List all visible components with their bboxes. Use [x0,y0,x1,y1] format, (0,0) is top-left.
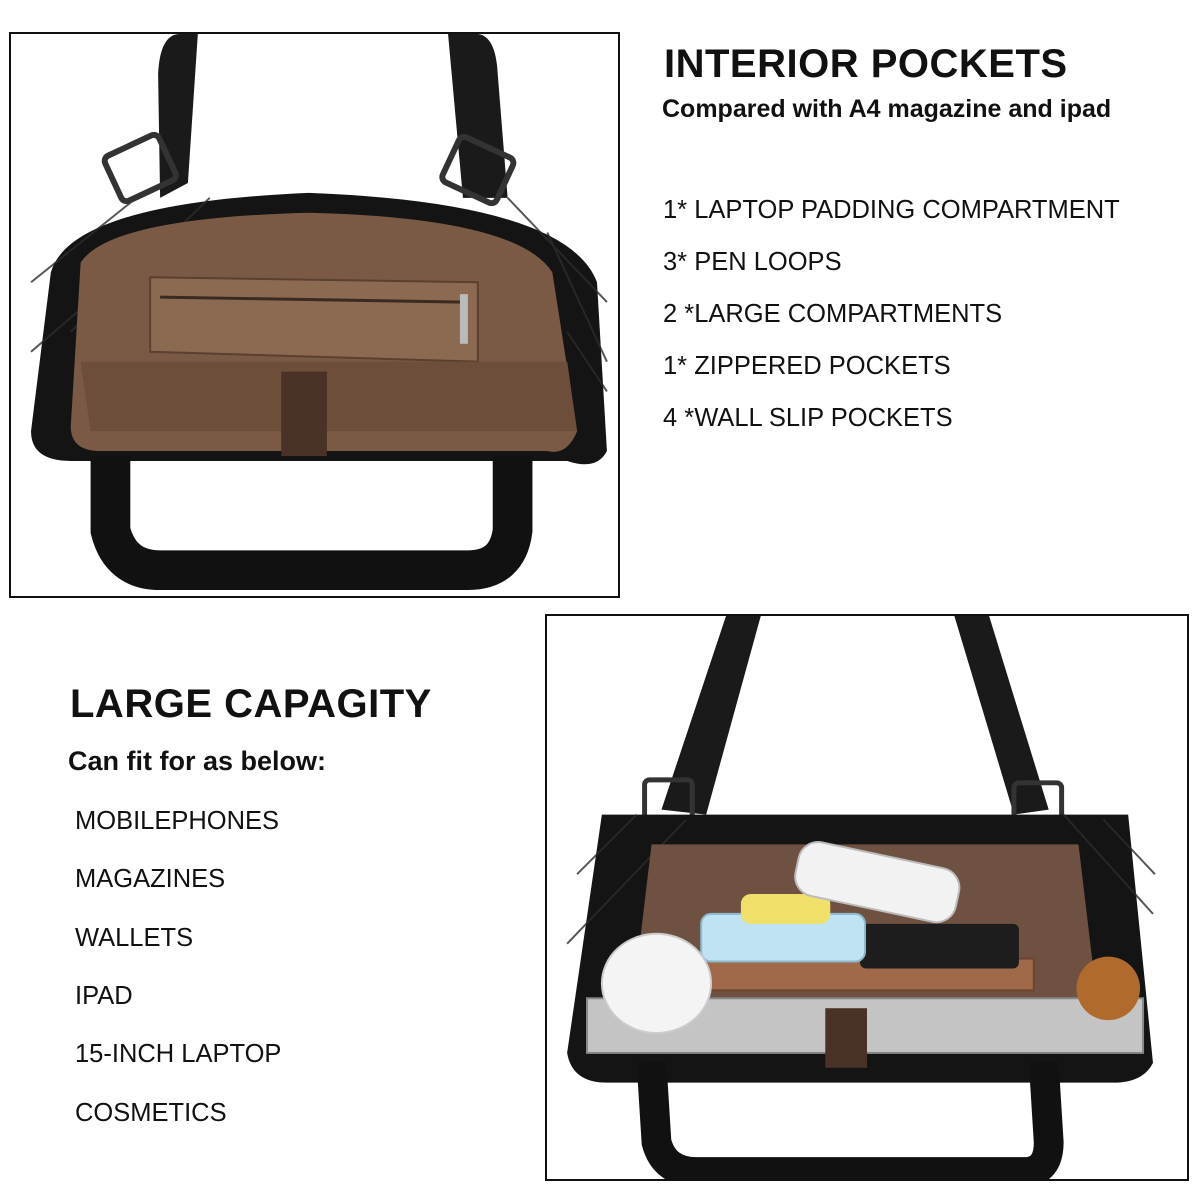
capacity-item: IPAD [75,982,133,1010]
wallet [740,894,831,924]
bag-handle [636,1061,1064,1179]
interior-pockets-title: INTERIOR POCKETS [664,42,1068,86]
power-bank [794,841,961,924]
phone [860,923,1019,969]
interior-item: 1* ZIPPERED POCKETS [663,352,951,380]
strap-left [661,616,761,815]
cosmetic-bottle [1076,956,1141,1021]
photo-packed-bag [545,614,1189,1181]
bag-interior-illustration [30,34,608,591]
interior-item: 3* PEN LOOPS [663,248,842,276]
interior-pockets-subtitle: Compared with A4 magazine and ipad [662,95,1112,123]
zipper-pull [459,294,468,344]
strap-right [448,34,508,198]
large-capacity-title: LARGE CAPAGITY [70,682,432,726]
strap-right [954,616,1049,815]
capacity-item: 15-INCH LAPTOP [75,1040,282,1068]
capacity-item: COSMETICS [75,1099,227,1127]
laptop-compartment [80,361,578,432]
capacity-item: MAGAZINES [75,865,226,893]
strap-buckle-left [101,131,179,205]
bag-handle [90,455,533,591]
photo-empty-bag-interior [9,32,620,598]
interior-item: 1* LAPTOP PADDING COMPARTMENT [663,196,1120,224]
large-capacity-subtitle: Can fit for as below: [68,746,327,776]
interior-item: 2 *LARGE COMPARTMENTS [663,300,1003,328]
zipper [160,295,463,304]
interior-item: 4 *WALL SLIP POCKETS [663,404,953,432]
white-round-item [600,932,713,1035]
capacity-item: WALLETS [75,924,194,952]
strap-buckle-right [439,133,517,207]
capacity-item: MOBILEPHONES [75,807,280,835]
packed-bag-illustration [566,616,1156,1179]
laptop-strap [281,371,327,456]
laptop-strap [825,1008,867,1068]
zippered-pocket [149,276,479,363]
